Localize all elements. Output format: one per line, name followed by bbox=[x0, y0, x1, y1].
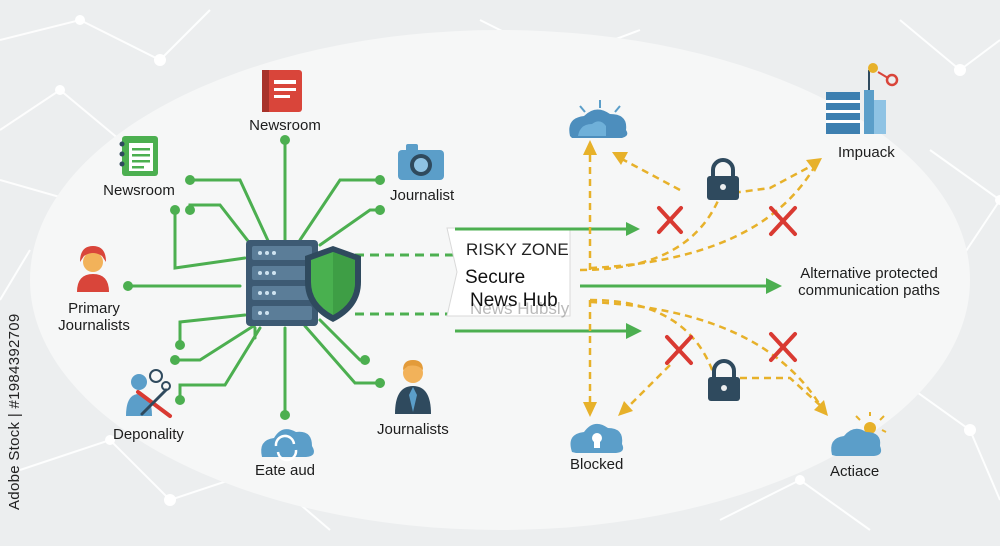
label-newsroom-top: Newsroom bbox=[249, 117, 321, 134]
x-mark-upper-right bbox=[769, 206, 797, 236]
label-primary-journalists: Primary Journalists bbox=[58, 300, 130, 334]
shield-icon bbox=[305, 246, 361, 322]
broken-tool-icon bbox=[126, 369, 172, 418]
x-mark-lower-right bbox=[769, 332, 797, 362]
notepad-icon bbox=[119, 136, 158, 176]
padlock-icon bbox=[707, 158, 739, 200]
server-icon bbox=[246, 240, 318, 326]
notebook-icon bbox=[262, 70, 302, 112]
ghost-text: News Hubsly bbox=[470, 299, 570, 318]
orange-arrowheads bbox=[583, 140, 828, 417]
label-alternative-paths: Alternative protected communication path… bbox=[798, 265, 940, 299]
businessman-avatar-icon bbox=[395, 360, 431, 414]
factory-icon bbox=[826, 63, 899, 134]
cloud-icon bbox=[569, 100, 628, 138]
label-journalists: Journalists bbox=[377, 421, 449, 438]
watermark-text: Adobe Stock | #1984392709 bbox=[6, 313, 23, 510]
label-actiace: Actiace bbox=[830, 463, 880, 480]
x-mark-lower-left bbox=[665, 335, 693, 365]
orange-paths bbox=[579, 152, 823, 408]
x-mark-upper-left bbox=[657, 206, 683, 234]
label-blocked: Blocked bbox=[570, 456, 624, 473]
label-deponality: Deponality bbox=[113, 426, 184, 443]
label-secure: Secure bbox=[465, 267, 526, 288]
camera-icon bbox=[398, 144, 444, 180]
hub-connections bbox=[123, 135, 385, 420]
label-impuack: Impuack bbox=[838, 144, 895, 161]
padlock-icon bbox=[708, 359, 740, 401]
label-news-hub: News Hub bbox=[470, 290, 558, 311]
green-arrows bbox=[455, 222, 782, 339]
cloud-sync-icon bbox=[261, 429, 314, 462]
blocked-x-marks bbox=[657, 206, 797, 365]
label-risky-zone: RISKY ZONE bbox=[466, 240, 569, 259]
label-journalist: Journalist bbox=[390, 187, 455, 204]
label-eate-aud: Eate aud bbox=[254, 462, 316, 479]
cloud-lock-icon bbox=[570, 423, 624, 453]
dashed-links bbox=[355, 253, 455, 316]
journalist-avatar-icon bbox=[77, 246, 109, 292]
label-newsroom-left: Newsroom bbox=[103, 182, 175, 199]
cloud-sun-icon bbox=[831, 412, 887, 456]
